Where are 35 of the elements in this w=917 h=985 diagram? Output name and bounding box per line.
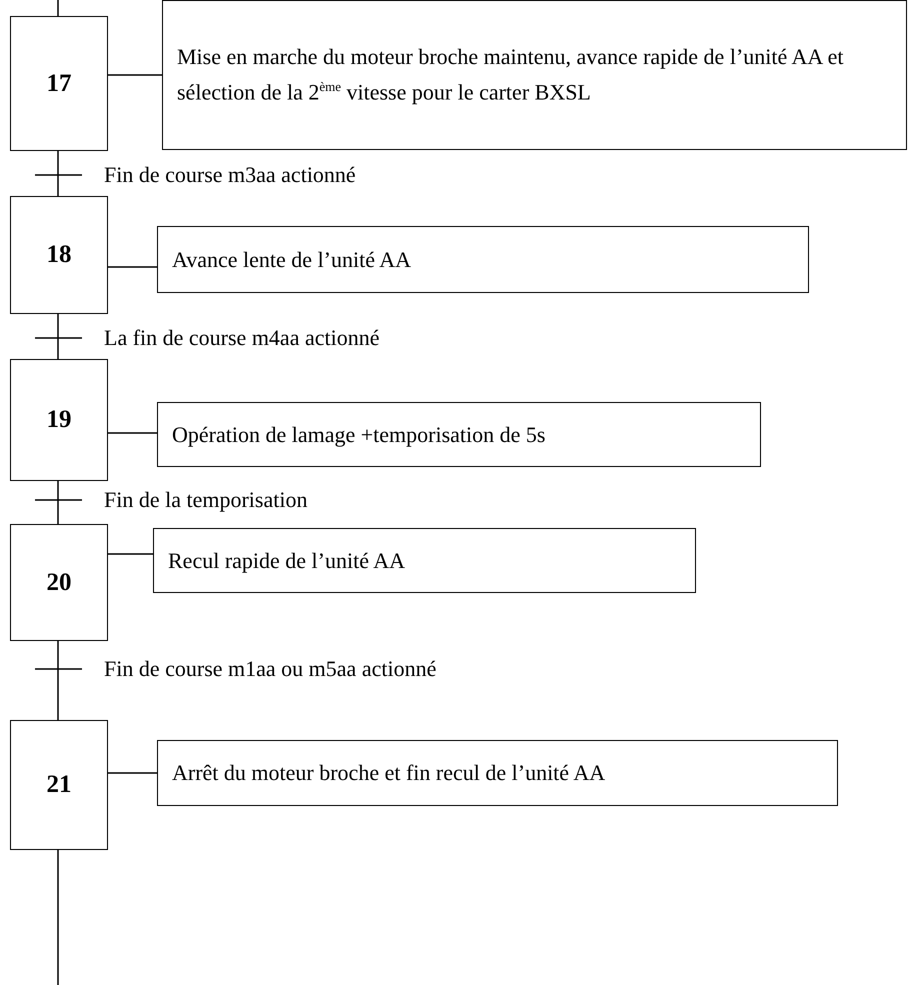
step-box bbox=[10, 720, 108, 850]
transition-condition: Fin de course m1aa ou m5aa actionné bbox=[104, 656, 436, 682]
action-text: Mise en marche du moteur broche maintenu, avance rapide de l’unité AA et sélection de la 2$^{ème}$ vitesse pour le carter BXSL bbox=[177, 43, 844, 107]
connector-line bbox=[57, 314, 59, 359]
transition-condition: Fin de course m3aa actionné bbox=[104, 162, 356, 188]
connector-line bbox=[57, 850, 59, 985]
connector-line bbox=[108, 74, 162, 76]
action-text: Opération de lamage +temporisation de 5s bbox=[172, 420, 546, 449]
action-box bbox=[157, 740, 838, 806]
connector-line bbox=[108, 432, 157, 434]
action-box bbox=[157, 226, 809, 293]
step-box bbox=[10, 359, 108, 481]
action-box bbox=[162, 0, 907, 150]
connector-line bbox=[57, 641, 59, 720]
step-number: 17 bbox=[46, 70, 72, 98]
connector-line bbox=[57, 481, 59, 524]
connector-line bbox=[108, 772, 157, 774]
connector-line bbox=[57, 0, 59, 16]
step-number: 20 bbox=[46, 568, 72, 596]
step-box bbox=[10, 196, 108, 314]
connector-line bbox=[57, 151, 59, 196]
step-number: 19 bbox=[46, 406, 72, 434]
action-box bbox=[157, 402, 761, 467]
step-number: 21 bbox=[46, 771, 72, 799]
transition-condition: La fin de course m4aa actionné bbox=[104, 325, 380, 351]
step-box bbox=[10, 524, 108, 641]
action-text: Avance lente de l’unité AA bbox=[172, 246, 412, 274]
step-number: 18 bbox=[46, 241, 72, 269]
action-text: Recul rapide de l’unité AA bbox=[168, 546, 406, 575]
connector-line bbox=[108, 266, 157, 268]
connector-line bbox=[108, 553, 153, 555]
action-text: Arrêt du moteur broche et fin recul de l’unité AA bbox=[172, 759, 606, 787]
transition-condition: Fin de la temporisation bbox=[104, 487, 308, 513]
step-box bbox=[10, 16, 108, 151]
action-box bbox=[153, 528, 696, 593]
